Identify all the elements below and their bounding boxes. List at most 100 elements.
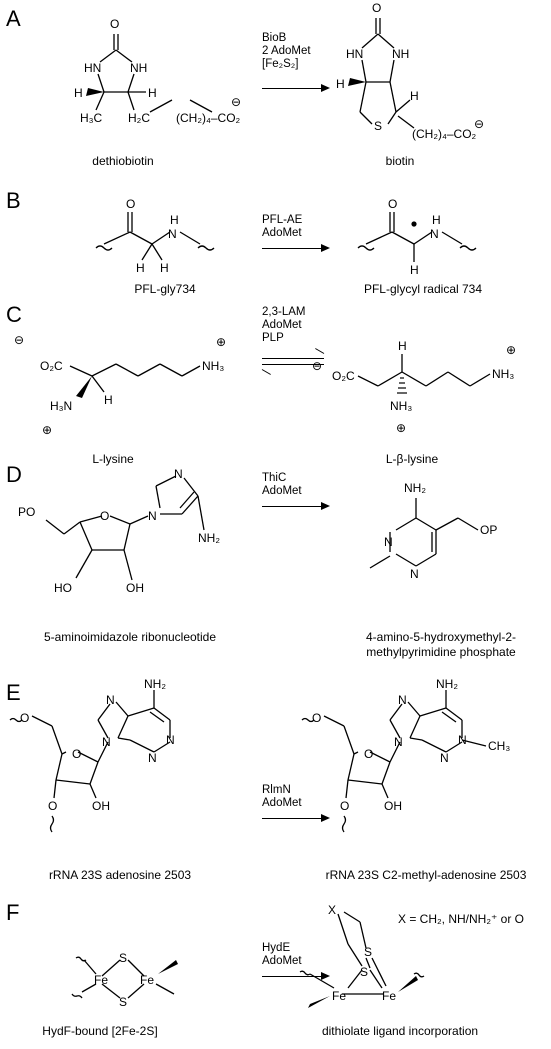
atom-label: N [440,751,449,765]
reagent: AdoMet [262,319,302,331]
atom-label: H₃N [50,399,72,413]
atom-label: N [410,567,419,581]
biotin-structure: O HN NH H H S (CH₂)₄–CO₂ ⊖ [336,1,484,141]
atom-label: H [336,77,345,91]
charge-label: ⊕ [396,421,406,435]
atom-label: N [166,733,175,747]
panel-a: A O HN NH H H H₃C H₂C (CH₂)₄–CO₂ ⊖ BioB … [0,0,551,180]
reagent: AdoMet [262,797,302,809]
aminoimidazole-ribonucleotide-structure: PO O N N NH₂ HO OH [18,467,220,595]
atom-label: O [388,197,397,211]
charge-label: ⊕ [42,423,52,437]
reaction-arrow [262,244,330,252]
reagent: AdoMet [262,955,302,967]
reaction-conditions: PFL-AE AdoMet [262,214,302,240]
dethiobiotin-structure: O HN NH H H H₃C H₂C (CH₂)₄–CO₂ ⊖ [74,17,241,125]
atom-label: N [430,227,439,241]
charge-label: ⊕ [506,343,516,357]
atom-label: O [340,799,349,813]
atom-label: N [102,735,111,749]
atom-label: NH₂ [144,677,166,691]
pfl-gly734-structure: O H N H H [95,197,215,275]
atom-label: O [72,747,81,761]
atom-label: Fe [140,973,154,987]
adenosine-2503-structure: O O N N N N NH₂ O OH [9,677,175,833]
panel-letter: A [6,6,21,31]
left-caption: HydF-bound [2Fe-2S] [42,1024,158,1038]
right-caption: biotin [385,154,415,168]
atom-label: O [126,197,135,211]
atom-label: N [148,751,157,765]
reagent: [Fe₂S₂] [262,58,299,70]
atom-label: X [328,903,336,917]
atom-label: H [148,86,157,100]
reagent: PLP [262,332,284,344]
panel-letter: E [6,680,21,705]
atom-label: H₂C [128,111,150,125]
charge-label: ⊖ [312,359,322,373]
reaction-conditions: HydE AdoMet [262,942,302,968]
atom-label: O [312,711,321,725]
right-caption: PFL-glycyl radical 734 [363,282,483,296]
panel-letter: F [6,900,20,925]
c2-methyl-adenosine-structure: O O N N N N NH₂ CH₃ O OH [301,677,510,833]
atom-label: NH [392,47,409,61]
right-caption: dithiolate ligand incorporation [321,1024,479,1038]
atom-label: OP [480,523,497,537]
atom-label: O [364,747,373,761]
hydroxymethylpyrimidine-phosphate-structure: NH₂ N N OP [369,481,497,581]
atom-label: N [398,693,407,707]
reagent: PFL-AE [262,214,303,226]
atom-label: NH₂ [404,481,426,495]
reagent: RlmN [262,784,291,796]
atom-label: N [458,733,467,747]
charge-label: ⊖ [474,117,484,131]
equilibrium-arrow [262,358,324,368]
atom-label: H [398,339,407,353]
atom-label: H [170,213,179,227]
reaction-conditions: BioB 2 AdoMet [Fe₂S₂] [262,32,311,71]
atom-label: O [100,509,109,523]
atom-label: H [160,261,169,275]
atom-label: N [106,693,115,707]
panel-letter: D [6,462,22,487]
charge-label: ⊕ [216,335,226,349]
panel-b: B O H N H H PFL-AE AdoMet [0,188,551,308]
charge-label: ⊖ [14,333,24,347]
panel-letter: C [6,302,22,327]
substituent-note: X = CH₂, NH/NH₂⁺ or O [398,912,524,926]
reaction-arrow [262,814,330,822]
atom-label: (CH₂)₄–CO₂ [176,111,241,125]
atom-label: S [119,951,127,965]
atom-label: N [168,227,177,241]
l-lysine-structure: ⊖ O₂C H H₃N ⊕ NH₃ ⊕ [14,333,226,437]
pfl-glycyl-radical-structure: O H N H [357,197,477,277]
atom-label: Fe [332,989,346,1003]
atom-label: (CH₂)₄–CO₂ [412,127,477,141]
atom-label: S [360,965,368,979]
reaction-arrow [262,502,330,510]
atom-label: N [384,535,393,549]
reagent: AdoMet [262,485,302,497]
atom-label: O₂C [40,359,63,373]
reagent: 2,3-LAM [262,306,306,318]
atom-label: PO [18,505,35,519]
right-caption: 4-amino-5-hydroxymethyl-2- methylpyrimid… [365,630,517,659]
reaction-conditions: RlmN AdoMet [262,784,302,810]
atom-label: HO [54,581,72,595]
atom-label: HN [346,47,363,61]
reaction-arrow [262,84,330,92]
atom-label: O₂C [332,369,355,383]
atom-label: Fe [382,989,396,1003]
atom-label: OH [384,799,402,813]
right-caption: L-β-lysine [385,452,439,466]
atom-label: S [364,945,372,959]
atom-label: OH [92,799,110,813]
atom-label: H [104,393,113,407]
left-caption: 5-aminoimidazole ribonucleotide [43,630,217,644]
left-caption: rRNA 23S adenosine 2503 [48,868,192,882]
atom-label: O [48,799,57,813]
reagent: ThiC [262,472,287,484]
atom-label: NH₂ [436,677,458,691]
atom-label: N [394,735,403,749]
